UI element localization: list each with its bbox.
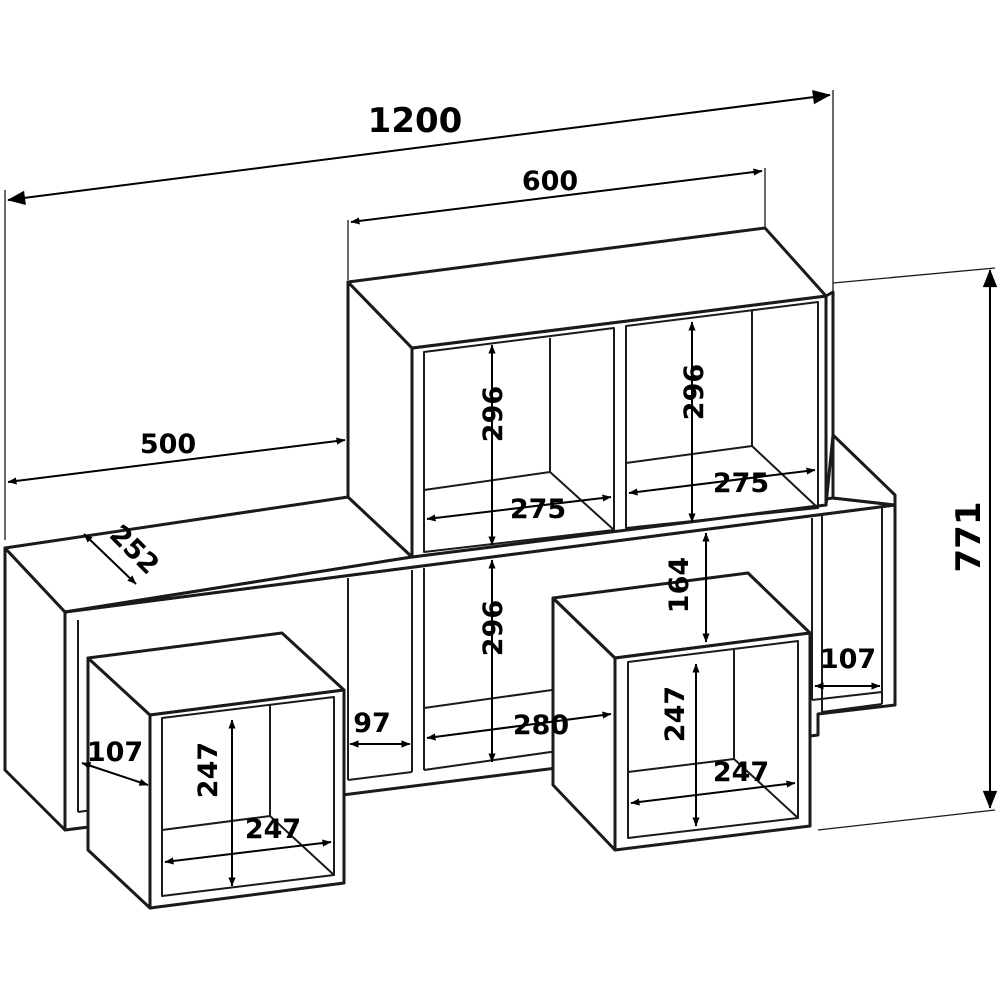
label-middle-cell-height: 296 [478, 600, 509, 656]
label-left-gap-width: 107 [87, 737, 143, 768]
label-overall-height: 771 [949, 502, 989, 573]
label-left-cube-width: 247 [245, 814, 301, 845]
label-top-unit-width: 600 [522, 166, 578, 197]
label-gap-97: 97 [353, 708, 391, 739]
label-middle-cell-width: 280 [513, 710, 569, 741]
label-right-gap-height: 164 [664, 557, 695, 613]
label-top-right-cell-height: 296 [679, 364, 710, 420]
dimension-lines [7, 90, 998, 887]
label-top-left-cell-width: 275 [510, 494, 566, 525]
label-left-width: 500 [140, 429, 196, 460]
label-right-cube-height: 247 [660, 686, 691, 742]
label-left-cube-height: 247 [193, 742, 224, 798]
label-top-right-cell-width: 275 [713, 468, 769, 499]
dimension-labels: 1200 600 500 252 771 296 296 275 275 296… [87, 101, 989, 845]
top-unit [346, 226, 835, 559]
label-overall-width: 1200 [368, 101, 463, 141]
label-right-gap-width: 107 [820, 644, 876, 675]
label-right-cube-width: 247 [713, 757, 769, 788]
label-top-left-cell-height: 296 [478, 386, 509, 442]
